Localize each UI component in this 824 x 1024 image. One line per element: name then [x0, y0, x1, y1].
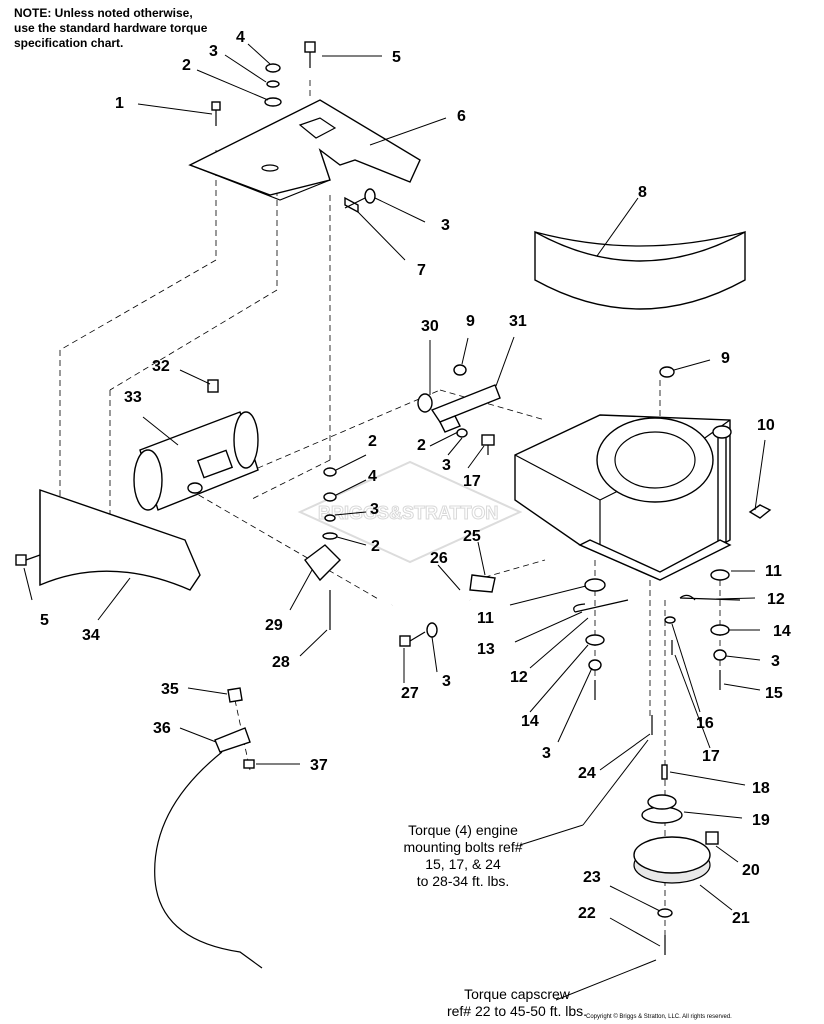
capscrew-torque-line: ref# 22 to 45-50 ft. lbs.: [446, 1003, 588, 1019]
callout-2b: 2: [368, 433, 377, 450]
callout-12: 12: [767, 591, 785, 608]
callout-9b: 9: [721, 350, 730, 367]
engine-torque-line: 15, 17, & 24: [425, 856, 501, 872]
bracket-part-6: [188, 99, 421, 201]
watermark: BRIGGS&STRATTON: [297, 460, 523, 564]
callout-30: 30: [421, 318, 439, 335]
callout-24: 24: [578, 765, 596, 782]
capscrew-torque-note: Torque capscrew ref# 22 to 45-50 ft. lbs…: [432, 986, 602, 1020]
callout-32: 32: [152, 358, 170, 375]
callout-16: 16: [696, 715, 714, 732]
callout-5b: 5: [40, 612, 49, 629]
callout-3g: 3: [442, 673, 451, 690]
callout-1: 1: [115, 95, 124, 112]
pulley-clutch: [633, 715, 719, 955]
callout-2: 2: [182, 57, 191, 74]
note-line: use the standard hardware torque: [14, 21, 208, 35]
callout-28: 28: [272, 654, 290, 671]
callout-29: 29: [265, 617, 283, 634]
strap-part-31: [417, 364, 501, 455]
callout-13: 13: [477, 641, 495, 658]
callout-6: 6: [457, 108, 466, 125]
callout-12b: 12: [510, 669, 528, 686]
callout-11: 11: [477, 610, 494, 627]
callout-2c: 2: [371, 538, 380, 555]
callout-19: 19: [752, 812, 770, 829]
heat-shield-part-34: [15, 489, 201, 591]
hardware-top: [211, 41, 376, 214]
callout-7: 7: [417, 262, 426, 279]
callout-35: 35: [161, 681, 179, 698]
note-line: NOTE: Unless noted otherwise,: [14, 6, 193, 20]
engine-torque-line: to 28-34 ft. lbs.: [416, 873, 510, 889]
callout-22: 22: [578, 905, 596, 922]
engine-torque-line: mounting bolts ref#: [403, 839, 523, 855]
callout-2d: 2: [417, 437, 426, 454]
engine-hardware-right: [679, 569, 741, 690]
callout-21: 21: [732, 910, 750, 927]
callout-5: 5: [392, 49, 401, 66]
callout-17b: 17: [702, 748, 720, 765]
callout-20: 20: [742, 862, 760, 879]
callout-3f: 3: [771, 653, 780, 670]
callout-37: 37: [310, 757, 328, 774]
callout-18: 18: [752, 780, 770, 797]
callout-leaders: [23, 43, 766, 1001]
callout-15: 15: [765, 685, 783, 702]
callout-34: 34: [82, 627, 100, 644]
callout-4b: 4: [368, 468, 377, 485]
alignment-lines: [59, 80, 721, 940]
callout-27: 27: [401, 685, 419, 702]
callout-3b: 3: [441, 217, 450, 234]
engine-hardware-left: [573, 578, 676, 700]
callout-8: 8: [638, 184, 647, 201]
callout-23: 23: [583, 869, 601, 886]
engine: [514, 366, 772, 581]
callout-11b: 11: [765, 563, 782, 580]
callout-labels: 1 2 3 4 5 6 3 7 8 9 30 31 32 33 9 10 2 4…: [40, 29, 791, 927]
callout-3: 3: [209, 43, 218, 60]
bracket-part-29: [304, 467, 341, 630]
torque-note: NOTE: Unless noted otherwise, use the st…: [14, 6, 244, 51]
callout-3c: 3: [370, 501, 379, 518]
throttle-cable: [154, 687, 263, 969]
callout-9: 9: [466, 313, 475, 330]
note-line: specification chart.: [14, 36, 124, 50]
engine-torque-line: Torque (4) engine: [408, 822, 518, 838]
callout-3d: 3: [442, 457, 451, 474]
callout-25: 25: [463, 528, 481, 545]
callout-4: 4: [236, 29, 245, 46]
muffler-part-33: [133, 379, 259, 511]
foam-part-8: [534, 230, 746, 310]
callout-14: 14: [773, 623, 791, 640]
capscrew-torque-line: Torque capscrew: [464, 986, 570, 1002]
engine-torque-note: Torque (4) engine mounting bolts ref# 15…: [388, 822, 538, 890]
callout-26: 26: [430, 550, 448, 567]
callout-33: 33: [124, 389, 142, 406]
callout-3e: 3: [542, 745, 551, 762]
callout-10: 10: [757, 417, 775, 434]
watermark-text: BRIGGS&STRATTON: [318, 503, 498, 523]
callout-14b: 14: [521, 713, 539, 730]
callout-31: 31: [509, 313, 527, 330]
callout-17: 17: [463, 473, 481, 490]
callout-36: 36: [153, 720, 171, 737]
copyright-notice: Copyright © Briggs & Stratton, LLC. All …: [586, 1014, 732, 1020]
